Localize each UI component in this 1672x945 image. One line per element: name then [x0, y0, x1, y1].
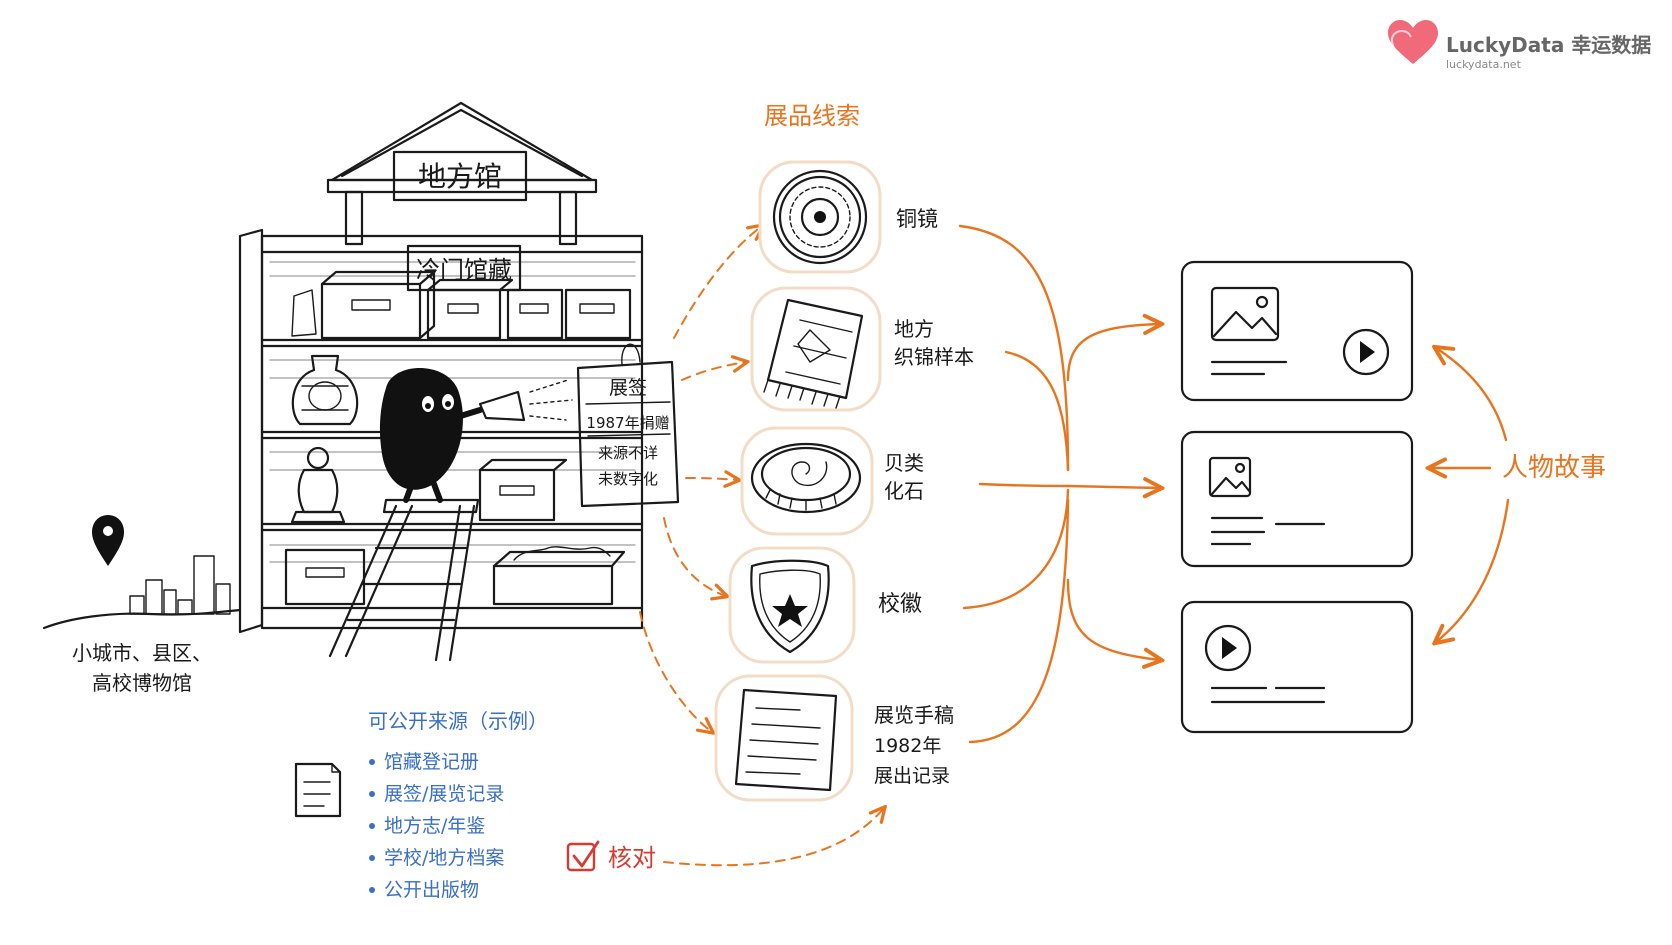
- storage-box-icon: [564, 288, 632, 340]
- image-icon: [1208, 456, 1252, 498]
- location-line-2: 高校博物馆: [92, 671, 192, 695]
- shell-fossil-icon: [750, 442, 862, 514]
- shelf-sign-board: [406, 244, 522, 292]
- character-with-flashlight-icon: [379, 368, 573, 503]
- checkbox-icon: [566, 840, 600, 872]
- tag-line-3: 未数字化: [598, 470, 658, 488]
- museum-building: 地方馆: [238, 101, 680, 662]
- story-arrows: [1430, 348, 1510, 642]
- brand-url: luckydata.net: [1446, 58, 1522, 71]
- storage-box-icon: [320, 270, 436, 340]
- tag-title: 展签: [609, 377, 647, 399]
- clues-title: 展品线索: [764, 102, 860, 130]
- media-card-2: [1180, 430, 1414, 568]
- storage-box-icon: [478, 458, 568, 522]
- manuscript-icon: [734, 688, 838, 792]
- media-card-1: [1180, 260, 1414, 402]
- play-icon: [1342, 328, 1390, 376]
- storage-box-icon: [284, 548, 366, 606]
- tag-line-1: 1987年捐赠: [586, 414, 669, 432]
- statue-icon: [290, 446, 346, 524]
- heart-logo-icon: [1388, 20, 1438, 64]
- roof-sign-board: [392, 150, 528, 202]
- media-card-3: [1180, 600, 1414, 734]
- clue-label-5b: 1982年: [874, 735, 941, 757]
- clue-label-1: 铜镜: [896, 207, 938, 231]
- source-item-1: 馆藏登记册: [384, 751, 479, 773]
- source-item-2: 展签/展览记录: [384, 783, 504, 805]
- roof-sign: 地方馆: [418, 160, 502, 193]
- clue-item-manuscript: 展览手稿 1982年 展出记录: [714, 674, 954, 802]
- converging-curves: [958, 224, 1160, 744]
- clue-label-5c: 展出记录: [874, 765, 950, 787]
- shelf-sign: 冷门馆藏: [416, 256, 512, 284]
- verify-group: 核对: [566, 808, 884, 872]
- source-item-5: 公开出版物: [384, 879, 479, 901]
- verify-label: 核对: [608, 844, 656, 872]
- play-icon: [1204, 624, 1252, 672]
- location-group: 小城市、县区、 高校博物馆: [42, 515, 242, 695]
- brand-name: LuckyData 幸运数据: [1446, 33, 1651, 57]
- clue-item-shell-fossil: 贝类 化石: [740, 426, 924, 536]
- city-skyline-icon: [129, 555, 231, 615]
- story-label: 人物故事: [1502, 453, 1606, 483]
- source-item-3: 地方志/年鉴: [384, 815, 485, 837]
- public-sources: 可公开来源（示例） 馆藏登记册 展签/展览记录 地方志/年鉴 学校/地方档案 公…: [294, 709, 548, 901]
- document-icon: [294, 762, 342, 818]
- clue-label-2b: 织锦样本: [894, 345, 974, 369]
- brand-logo: LuckyData 幸运数据 luckydata.net: [1388, 20, 1651, 71]
- school-badge-icon: [750, 559, 830, 654]
- storage-box-icon: [506, 288, 564, 340]
- clue-dashed-arrows: [639, 226, 762, 732]
- vase-icon: [291, 354, 359, 426]
- clue-item-bronze-mirror: 铜镜: [758, 160, 938, 274]
- storage-box-icon: [426, 278, 514, 340]
- map-pin-icon: [92, 515, 124, 566]
- clue-item-brocade: 地方 织锦样本: [750, 286, 974, 412]
- clue-label-5a: 展览手稿: [874, 703, 954, 727]
- clue-label-4: 校徽: [878, 592, 922, 617]
- bronze-mirror-icon: [772, 169, 868, 265]
- clue-label-3b: 化石: [884, 479, 924, 503]
- brocade-sample-icon: [763, 298, 864, 409]
- sources-title: 可公开来源（示例）: [368, 709, 548, 733]
- clue-item-school-badge: 校徽: [728, 546, 922, 664]
- image-icon: [1210, 286, 1280, 342]
- source-item-4: 学校/地方档案: [384, 847, 504, 869]
- exhibit-tag: 展签 1987年捐赠 来源不详 未数字化: [576, 343, 680, 508]
- ladder-icon: [328, 498, 480, 662]
- clue-label-2a: 地方: [894, 317, 934, 341]
- open-crate-icon: [492, 546, 626, 606]
- clue-label-3a: 贝类: [884, 451, 924, 475]
- tag-line-2: 来源不详: [598, 444, 658, 462]
- location-line-1: 小城市、县区、: [72, 641, 212, 665]
